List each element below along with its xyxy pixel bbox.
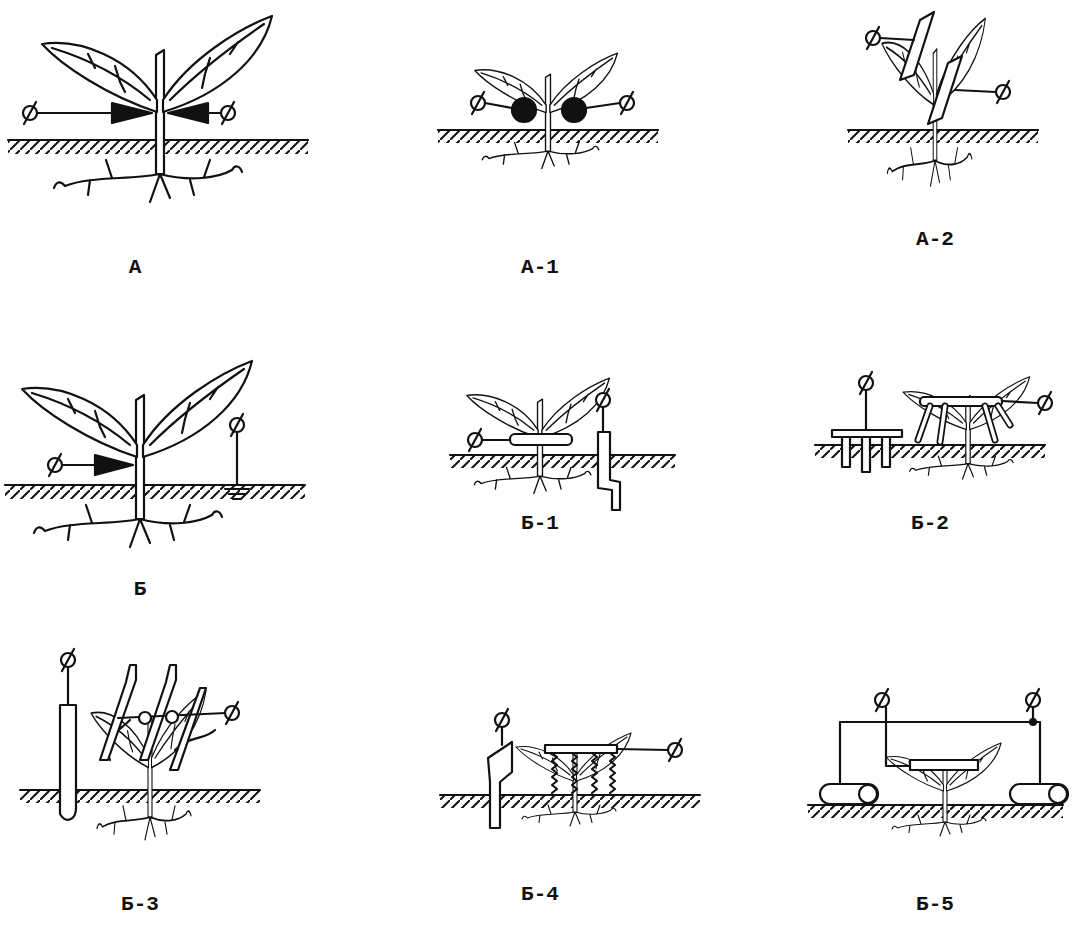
panel-b-drawing xyxy=(5,361,305,547)
panel-label: Б-3 xyxy=(121,893,159,916)
panel-a-drawing xyxy=(8,16,308,202)
panel-a1-drawing xyxy=(438,53,658,168)
panel-label: А xyxy=(129,256,142,279)
panel-label: Б-4 xyxy=(521,883,559,906)
panel-b1-drawing xyxy=(450,378,675,510)
panel-a2-drawing xyxy=(848,12,1038,186)
panel-label: А-2 xyxy=(916,228,954,251)
panel-b3-drawing xyxy=(20,649,260,840)
panel-b5-drawing xyxy=(808,689,1068,836)
panel-label: А-1 xyxy=(521,256,559,279)
panel-label: Б-1 xyxy=(521,512,559,535)
panel-b4-drawing xyxy=(440,709,700,828)
panel-b2-drawing xyxy=(815,372,1052,479)
panel-label: Б xyxy=(134,578,147,601)
panel-label: Б-5 xyxy=(916,893,954,916)
panel-label: Б-2 xyxy=(911,512,949,535)
